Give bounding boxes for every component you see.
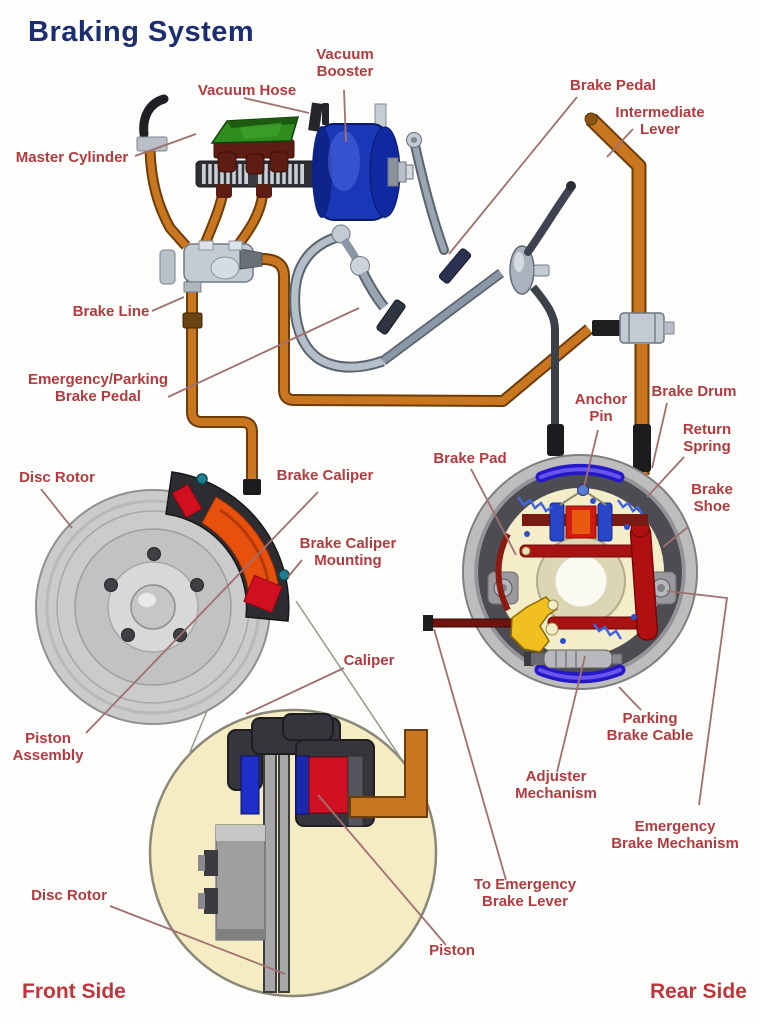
front-feed-line	[146, 149, 189, 249]
label-brake-pedal: Brake Pedal	[570, 77, 656, 94]
parking-lever	[510, 596, 559, 653]
leader-master-cylinder	[134, 133, 197, 157]
leader-vacuum-hose	[243, 97, 310, 114]
label-caliper: Caliper	[343, 652, 395, 669]
label-to-emergency-brake-lever: To Emergency Brake Lever	[473, 876, 577, 910]
rear-drum-assembly	[423, 454, 698, 690]
leader-intermediate-lever	[606, 128, 634, 158]
caliper-mounting-bolt	[196, 473, 208, 485]
leader-brake-shoe	[662, 526, 689, 548]
label-brake-caliper: Brake Caliper	[276, 467, 374, 484]
wheel-cylinder	[522, 502, 648, 542]
rod-end	[584, 112, 598, 126]
caliper-mounting-bolt	[278, 569, 290, 581]
leader-brake-pad	[470, 468, 517, 556]
caliper-hose-sleeve	[243, 479, 261, 495]
label-disc-rotor: Disc Rotor	[19, 469, 95, 486]
parking-cable-to-drum	[529, 284, 564, 456]
pedal-pivot	[331, 224, 351, 244]
leader-caliper-piston-assembly	[85, 491, 319, 734]
leader-adjuster-mechanism	[556, 655, 586, 773]
label-return-spring: Return Spring	[682, 421, 732, 455]
label-piston: Piston	[429, 942, 475, 959]
front-disc-assembly	[35, 471, 290, 725]
label-emergency-parking-brake-pedal: Emergency/Parking Brake Pedal	[27, 371, 169, 405]
leader-caliper	[245, 667, 345, 715]
label-parking-brake-cable: Parking Brake Cable	[606, 710, 694, 744]
leader-brake-pedal	[448, 96, 578, 255]
parking-brake-linkage	[289, 181, 576, 373]
rear-brake-line	[261, 255, 592, 405]
page-title: Braking System	[28, 16, 255, 48]
label-emergency-brake-mechanism: Emergency Brake Mechanism	[611, 818, 739, 852]
vacuum-hose-nub	[308, 102, 323, 132]
intermediate-lever-rod	[587, 115, 645, 314]
master-cylinder	[195, 103, 333, 198]
leader-vacuum-booster	[343, 89, 347, 143]
leader-caliper-mounting	[287, 559, 303, 578]
return-springs	[517, 496, 644, 640]
junction-block	[159, 240, 263, 293]
label-master-cylinder: Master Cylinder	[15, 149, 129, 166]
rotor-plate	[263, 751, 277, 993]
vacuum-booster	[308, 102, 414, 221]
label-anchor-pin: Anchor Pin	[574, 391, 628, 425]
leader-emergency-parking-pedal	[167, 307, 360, 398]
rotor-plate	[278, 751, 290, 993]
brake-pedal	[406, 132, 472, 284]
label-intermediate-lever: Intermediate Lever	[615, 104, 705, 138]
label-vacuum-hose: Vacuum Hose	[197, 82, 297, 99]
hose-end	[136, 94, 169, 152]
anchor-pin	[577, 484, 589, 496]
label-piston-assembly: Piston Assembly	[12, 730, 84, 764]
label-brake-shoe: Brake Shoe	[691, 481, 733, 515]
leader-lines	[40, 89, 729, 975]
leader-parking-brake-cable	[618, 686, 642, 711]
front-brake-line	[188, 276, 256, 486]
label-vacuum-booster: Vacuum Booster	[316, 46, 374, 80]
emergency-lever-rod	[427, 618, 517, 628]
label-brake-caliper-mounting: Brake Caliper Mounting	[299, 535, 397, 569]
label-brake-pad: Brake Pad	[433, 450, 507, 467]
leader-emergency-brake-mechanism	[666, 590, 729, 806]
caliper-piston-left	[240, 755, 260, 815]
label-disc-rotor-bottom: Disc Rotor	[31, 887, 107, 904]
label-brake-line: Brake Line	[72, 303, 150, 320]
label-brake-drum: Brake Drum	[651, 383, 737, 400]
adjuster-mechanism	[524, 649, 623, 669]
leader-to-emergency-brake-lever	[433, 628, 507, 881]
leader-brake-drum	[651, 402, 668, 469]
leader-return-spring	[646, 456, 685, 498]
label-adjuster-mechanism: Adjuster Mechanism	[515, 768, 597, 802]
hub	[215, 824, 266, 941]
caliper-piston-right	[308, 756, 354, 814]
leader-anchor-pin	[583, 429, 599, 488]
brake-lines	[144, 112, 651, 495]
brake-line-fitting	[592, 312, 675, 344]
leader-disc-rotor-bottom	[109, 905, 286, 975]
leader-disc-rotor	[40, 488, 73, 529]
drum-line-cap	[633, 424, 651, 472]
leader-brake-line	[151, 296, 185, 312]
brake-pedal-pad	[438, 248, 472, 284]
parking-pedal-pad	[376, 299, 406, 335]
caliper-cross-section	[148, 708, 438, 998]
line-coupling	[182, 312, 203, 329]
caliper-bracket	[349, 729, 428, 818]
leader-piston	[317, 794, 447, 946]
label-front-side: Front Side	[22, 980, 126, 1003]
label-rear-side: Rear Side	[650, 980, 747, 1003]
